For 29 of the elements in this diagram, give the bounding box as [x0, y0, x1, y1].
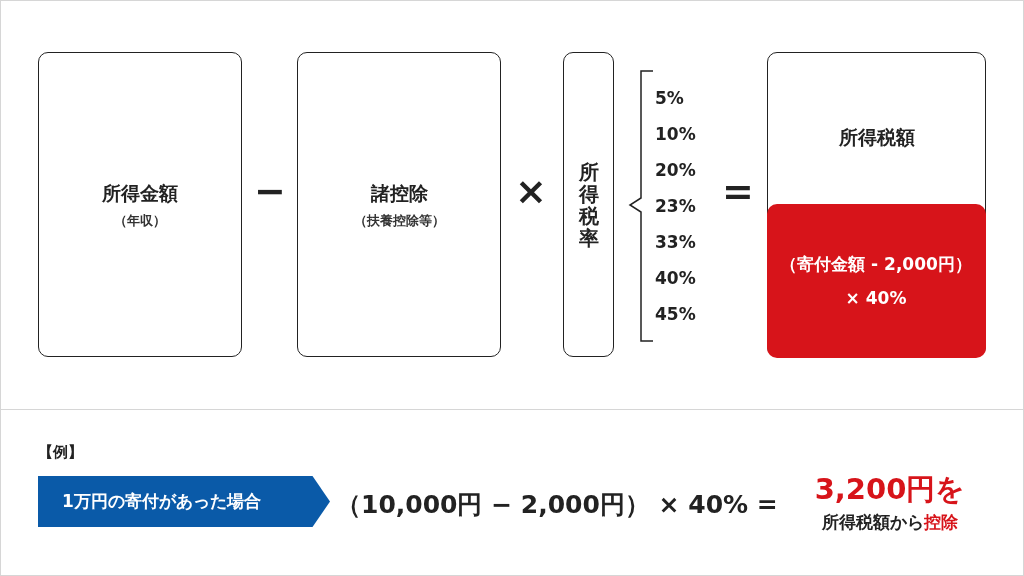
arrow-banner [38, 476, 330, 527]
tax-rate: 45% [655, 306, 696, 323]
formula-box [38, 52, 242, 357]
result-emphasis: 控除 [924, 511, 958, 534]
node-subtitle: （年収） [114, 212, 166, 230]
tax-rate: 33% [655, 234, 696, 251]
highlight-box [766, 204, 986, 358]
minus-sign: − [254, 172, 286, 210]
formula-box [767, 52, 986, 357]
tax-rate: 40% [655, 270, 696, 287]
node-text: 所得税率 [578, 160, 599, 249]
result-amount: 3,200円を [813, 471, 967, 508]
node-title: 所得金額 [102, 180, 178, 206]
formula-box [563, 52, 614, 357]
formula-text: （10,000円 − 2,000円） × 40% = [336, 489, 778, 521]
tax-rate: 20% [655, 162, 696, 179]
equals-sign: = [722, 172, 754, 210]
banner-text: 1万円の寄付があった場合 [62, 489, 261, 513]
node-title: 諸控除 [370, 180, 428, 206]
formula-box [297, 52, 501, 357]
result-text: 所得税額から [822, 511, 924, 534]
node-text: （寄付金額 - 2,000円） × 40% [779, 253, 973, 310]
tax-rate: 5% [655, 90, 684, 107]
tax-rate: 23% [655, 198, 696, 215]
node-title: 所得税額 [837, 125, 916, 150]
tax-rate: 10% [655, 126, 696, 143]
multiply-sign: × [515, 172, 547, 210]
example-heading: 【例】 [38, 442, 83, 463]
node-subtitle: （扶養控除等） [353, 212, 445, 230]
